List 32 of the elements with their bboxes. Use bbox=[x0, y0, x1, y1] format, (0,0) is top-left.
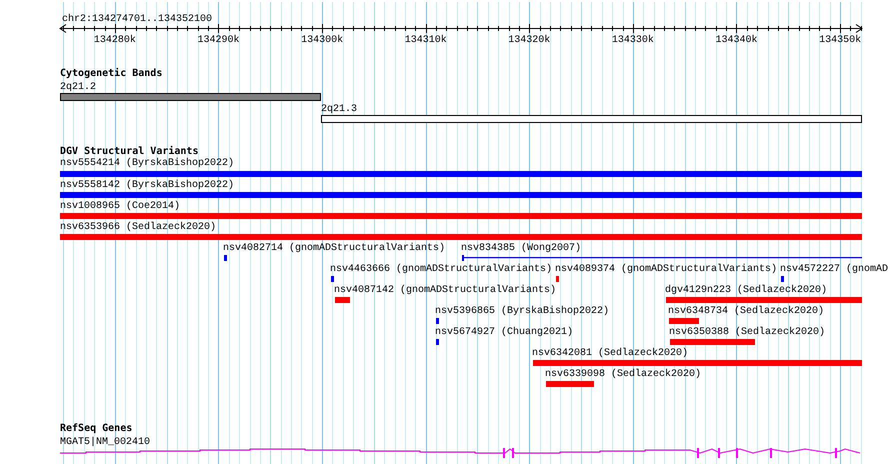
variant-label: nsv6342081 (Sedlazeck2020) bbox=[532, 348, 688, 360]
variant-label: nsv6353966 (Sedlazeck2020) bbox=[60, 222, 216, 234]
tick-label: 134310k bbox=[404, 35, 447, 47]
tick-label: 134330k bbox=[612, 35, 654, 47]
variant-label: nsv834385 (Wong2007) bbox=[461, 243, 582, 255]
variant-label: nsv5558142 (ByrskaBishop2022) bbox=[60, 180, 234, 192]
tick-label: 134300k bbox=[301, 35, 344, 47]
tick-label: 134350k bbox=[819, 35, 862, 47]
variant-label: nsv6348734 (Sedlazeck2020) bbox=[668, 306, 824, 318]
track-title: RefSeq Genes bbox=[60, 423, 132, 435]
variant-label: nsv5554214 (ByrskaBishop2022) bbox=[60, 158, 234, 170]
tick-label: 134290k bbox=[197, 35, 240, 47]
variant-label: nsv4089374 (gnomADStructuralVariants) bbox=[555, 264, 778, 276]
band-label: 2q21.2 bbox=[60, 82, 96, 94]
variant-label: nsv4572227 (gnomAD bbox=[780, 264, 888, 276]
track-title: Cytogenetic Bands bbox=[60, 68, 162, 80]
variant-label: nsv6350388 (Sedlazeck2020) bbox=[669, 327, 826, 339]
variant-label: nsv1008965 (Coe2014) bbox=[60, 201, 180, 213]
track-title: DGV Structural Variants bbox=[60, 146, 198, 158]
band-label: 2q21.3 bbox=[321, 104, 358, 116]
variant-label: nsv5396865 (ByrskaBishop2022) bbox=[435, 306, 610, 318]
variant-label: nsv4087142 (gnomADStructuralVariants) bbox=[334, 285, 556, 297]
tick-label: 134320k bbox=[508, 35, 550, 47]
variant-label: nsv6339098 (Sedlazeck2020) bbox=[545, 369, 702, 381]
tick-label: 134340k bbox=[715, 35, 758, 47]
gene-label: MGAT5|NM_002410 bbox=[60, 437, 150, 449]
region-label: chr2:134274701..134352100 bbox=[62, 14, 212, 26]
variant-label: nsv4463666 (gnomADStructuralVariants) bbox=[330, 264, 552, 276]
variant-label: nsv5674927 (Chuang2021) bbox=[435, 327, 574, 339]
variant-label: nsv4082714 (gnomADStructuralVariants) bbox=[223, 243, 446, 255]
tick-label: 134280k bbox=[94, 35, 136, 47]
variant-label: dgv4129n223 (Sedlazeck2020) bbox=[665, 285, 828, 297]
